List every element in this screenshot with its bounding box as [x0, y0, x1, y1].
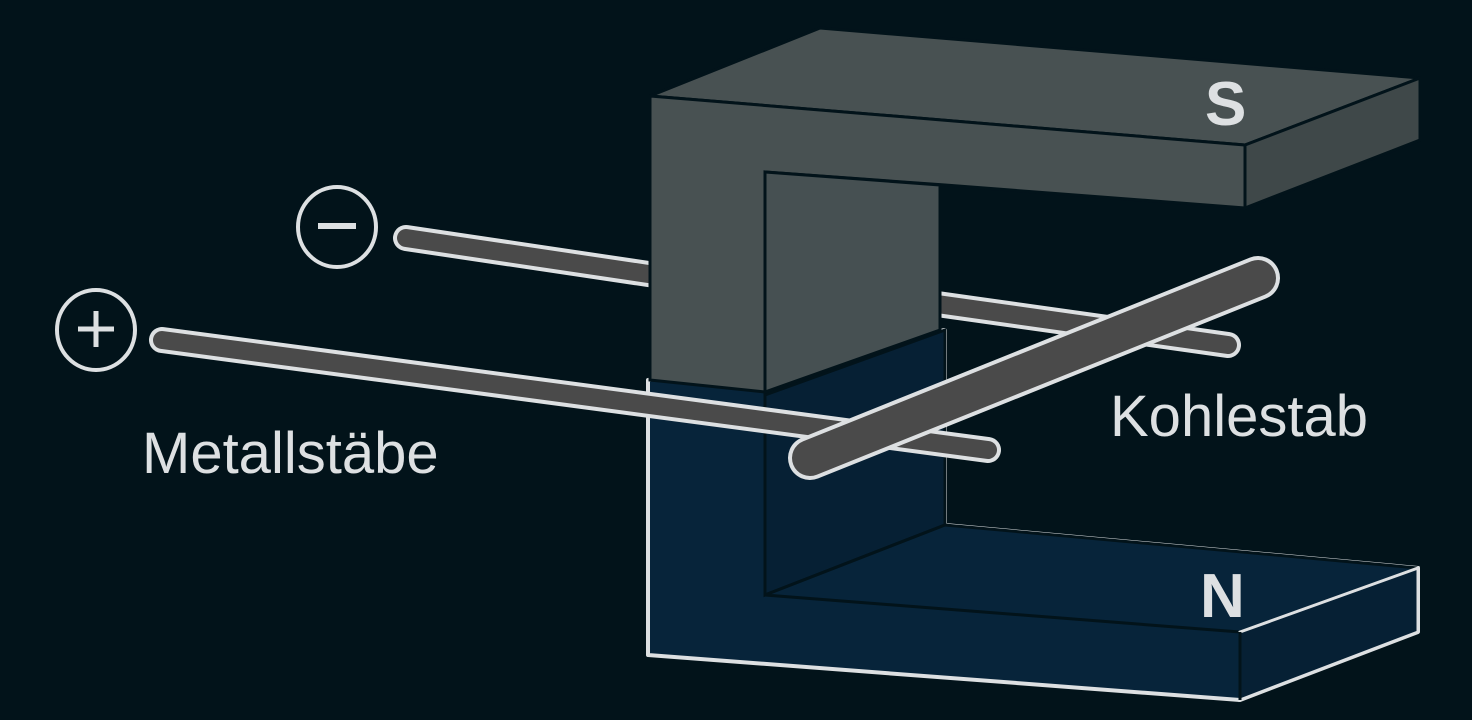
magnet-south-pole [648, 26, 1422, 395]
carbon-rod [788, 256, 1280, 480]
carbon-rod-label: Kohlestab [1110, 384, 1368, 449]
south-pole-label: S [1205, 70, 1247, 139]
negative-metal-rail [393, 225, 1241, 358]
positive-terminal-icon [55, 288, 137, 372]
north-pole-label: N [1200, 562, 1245, 631]
negative-terminal-icon [296, 185, 378, 269]
metal-rods-label: Metallstäbe [142, 421, 439, 486]
